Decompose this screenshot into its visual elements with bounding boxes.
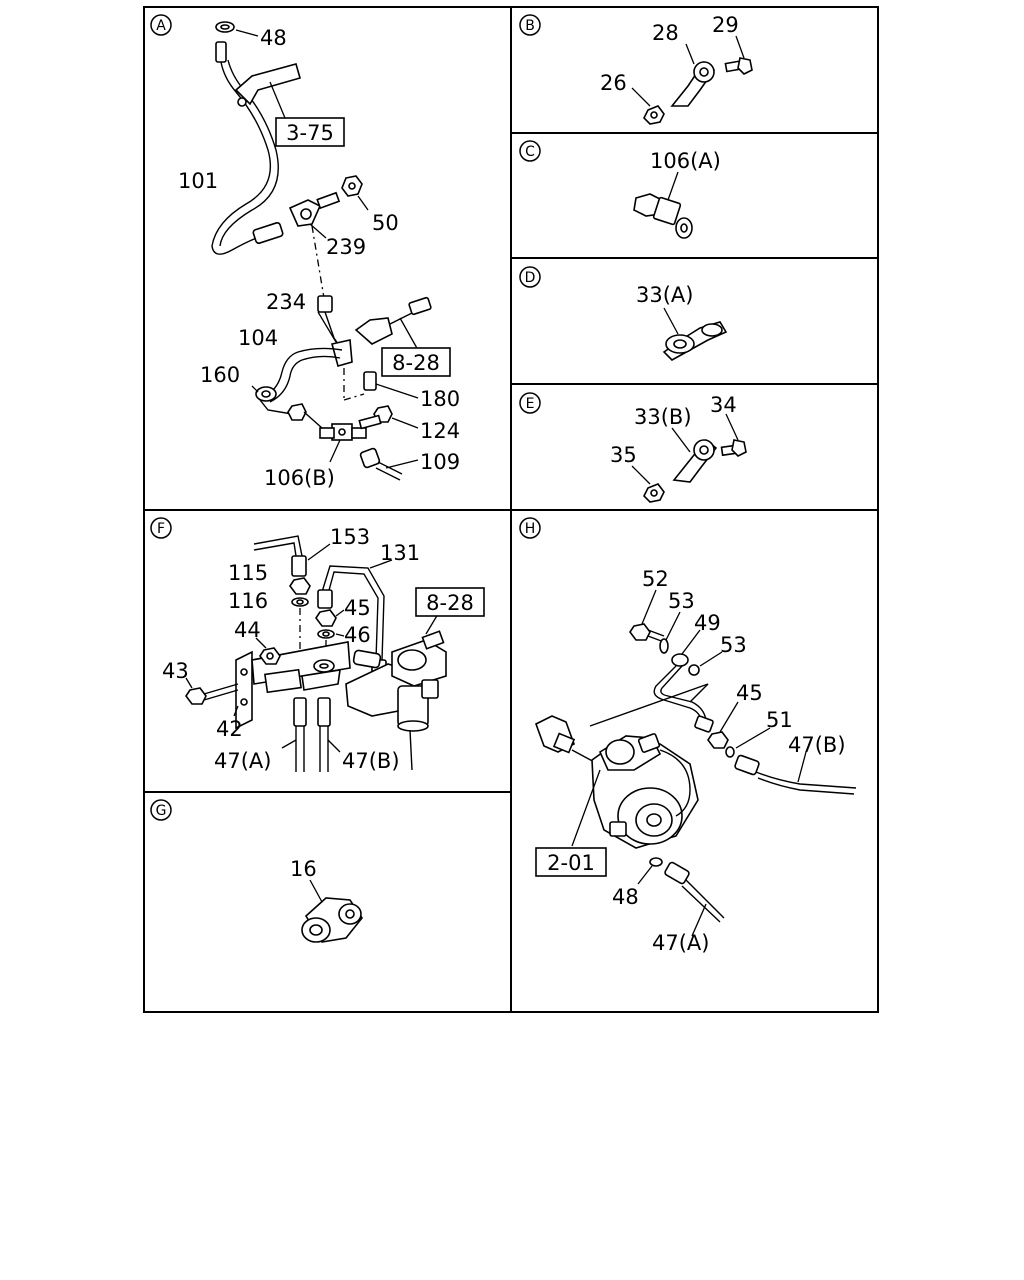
callout-234: 234: [266, 290, 306, 314]
callout-52: 52: [642, 567, 669, 591]
callout-239: 239: [326, 235, 366, 259]
svg-text:8-28: 8-28: [392, 351, 440, 375]
callout-160: 160: [200, 363, 240, 387]
section-b-drawing: [631, 35, 753, 125]
ref-box-2-01[interactable]: 2-01: [535, 847, 607, 877]
callout-33a: 33(A): [636, 283, 693, 307]
svg-text:A: A: [156, 18, 166, 34]
callout-50: 50: [372, 211, 399, 235]
callout-115: 115: [228, 561, 268, 585]
callout-42: 42: [216, 717, 243, 741]
callout-48: 48: [260, 26, 287, 50]
callout-106b: 106(B): [264, 466, 335, 490]
callout-43: 43: [162, 659, 189, 683]
ref-box-8-28-f[interactable]: 8-28: [415, 587, 485, 617]
section-a-drawing: [211, 21, 432, 481]
svg-text:3-75: 3-75: [286, 121, 334, 145]
callout-53b: 53: [720, 633, 747, 657]
svg-text:2-01: 2-01: [547, 851, 595, 875]
callout-53a: 53: [668, 589, 695, 613]
section-f-drawing: [185, 535, 447, 772]
ref-box-3-75[interactable]: 3-75: [275, 117, 345, 147]
section-e-drawing: [631, 413, 747, 503]
callout-45-h: 45: [736, 681, 763, 705]
section-badge-c: C: [519, 140, 541, 162]
section-badge-a: A: [150, 14, 172, 36]
callout-48-h: 48: [612, 885, 639, 909]
callout-16: 16: [290, 857, 317, 881]
section-g-drawing: [301, 879, 363, 943]
callout-28: 28: [652, 21, 679, 45]
callout-124: 124: [420, 419, 460, 443]
section-badge-g: G: [150, 799, 172, 821]
callout-131: 131: [380, 541, 420, 565]
svg-text:F: F: [157, 521, 165, 537]
callout-47b-f: 47(B): [342, 749, 400, 773]
callout-35: 35: [610, 443, 637, 467]
callout-47a-f: 47(A): [214, 749, 271, 773]
callout-116: 116: [228, 589, 268, 613]
section-badge-d: D: [519, 266, 541, 288]
callout-33b: 33(B): [634, 405, 692, 429]
section-badge-h: H: [519, 517, 541, 539]
section-badge-e: E: [519, 392, 541, 414]
svg-text:D: D: [525, 270, 536, 286]
callout-101: 101: [178, 169, 218, 193]
svg-text:8-28: 8-28: [426, 591, 474, 615]
section-badge-f: F: [150, 517, 172, 539]
callout-47b-h: 47(B): [788, 733, 846, 757]
callout-51: 51: [766, 708, 793, 732]
callout-34: 34: [710, 393, 737, 417]
svg-text:E: E: [526, 396, 535, 412]
callout-46: 46: [344, 623, 371, 647]
diagram-frame: [143, 6, 879, 1013]
callout-47a-h: 47(A): [652, 931, 709, 955]
callout-104: 104: [238, 326, 278, 350]
callout-106a: 106(A): [650, 149, 721, 173]
svg-text:H: H: [525, 521, 536, 537]
callout-26: 26: [600, 71, 627, 95]
section-d-drawing: [662, 307, 728, 361]
svg-text:G: G: [156, 803, 167, 819]
section-badge-b: B: [519, 14, 541, 36]
callout-109: 109: [420, 450, 460, 474]
callout-49: 49: [694, 611, 721, 635]
callout-44: 44: [234, 618, 261, 642]
section-h-drawing: [535, 589, 857, 937]
callout-153: 153: [330, 525, 370, 549]
callout-29: 29: [712, 13, 739, 37]
callout-45-f: 45: [344, 596, 371, 620]
svg-text:C: C: [525, 144, 535, 160]
ref-box-8-28-a[interactable]: 8-28: [381, 347, 451, 377]
section-c-drawing: [633, 171, 693, 239]
callout-180: 180: [420, 387, 460, 411]
svg-text:B: B: [525, 18, 535, 34]
